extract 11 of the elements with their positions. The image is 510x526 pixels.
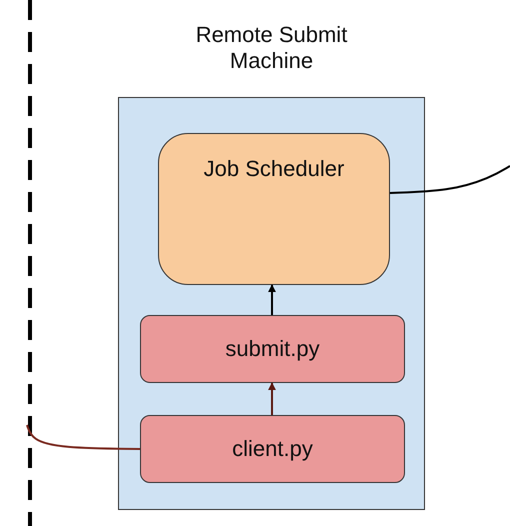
box-label: Job Scheduler: [202, 156, 346, 182]
box-label: submit.py: [224, 336, 321, 362]
container-heading: Remote Submit Machine: [194, 22, 348, 74]
connector: [268, 382, 276, 415]
process-box: [140, 415, 405, 483]
connector: [26, 424, 140, 450]
connector: [390, 165, 510, 194]
process-box: [140, 315, 405, 383]
scheduler-box: [158, 133, 390, 285]
box-label: client.py: [231, 436, 314, 462]
connector: [268, 284, 276, 315]
